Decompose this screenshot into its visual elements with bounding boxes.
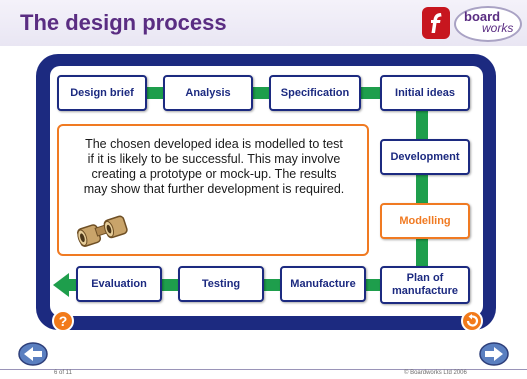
stage-label: Manufacture [290, 277, 356, 290]
stage-manufacture[interactable]: Manufacture [280, 266, 366, 302]
help-button[interactable]: ? [52, 310, 74, 332]
back-button[interactable] [461, 310, 483, 332]
stage-label: Testing [201, 277, 241, 290]
stage-initial-ideas[interactable]: Initial ideas [380, 75, 470, 111]
title-bar: The design process board works [0, 0, 527, 46]
stage-plan-of-manufacture[interactable]: Plan of manufacture [380, 266, 470, 304]
boardworks-logo-outline [454, 6, 522, 42]
next-slide-button[interactable] [479, 342, 509, 366]
stage-label: Analysis [185, 86, 231, 99]
page-number: 6 of 11 [54, 370, 72, 376]
return-arrow-icon [466, 314, 479, 327]
stage-modelling[interactable]: Modelling [380, 203, 470, 239]
flow-arrow-icon [53, 273, 69, 297]
stage-analysis[interactable]: Analysis [163, 75, 253, 111]
previous-slide-button[interactable] [18, 342, 48, 366]
boardworks-logo-bottom: works [482, 21, 514, 35]
stage-design-brief[interactable]: Design brief [57, 75, 147, 111]
stage-label: Development [390, 150, 460, 163]
stage-specification[interactable]: Specification [269, 75, 361, 111]
page-title: The design process [20, 10, 227, 35]
stage-development[interactable]: Development [380, 139, 470, 175]
boardworks-logo: board works [454, 6, 522, 42]
boardworks-logo-top: board [464, 9, 501, 24]
stage-label: Evaluation [91, 277, 147, 290]
stage-evaluation[interactable]: Evaluation [76, 266, 162, 302]
stage-label: Plan of manufacture [391, 272, 459, 297]
stage-label: Design brief [70, 86, 134, 99]
description-text: The chosen developed idea is modelled to… [83, 137, 345, 196]
binoculars-icon [77, 215, 128, 247]
stage-label: Specification [280, 86, 350, 99]
footer-divider [0, 369, 527, 370]
stage-label: Initial ideas [395, 86, 455, 99]
copyright-text: © Boardworks Ltd 2006 [404, 370, 467, 376]
stage-testing[interactable]: Testing [178, 266, 264, 302]
flash-logo-icon [422, 7, 450, 39]
stage-label: Modelling [399, 214, 451, 227]
connector-right [416, 104, 428, 274]
